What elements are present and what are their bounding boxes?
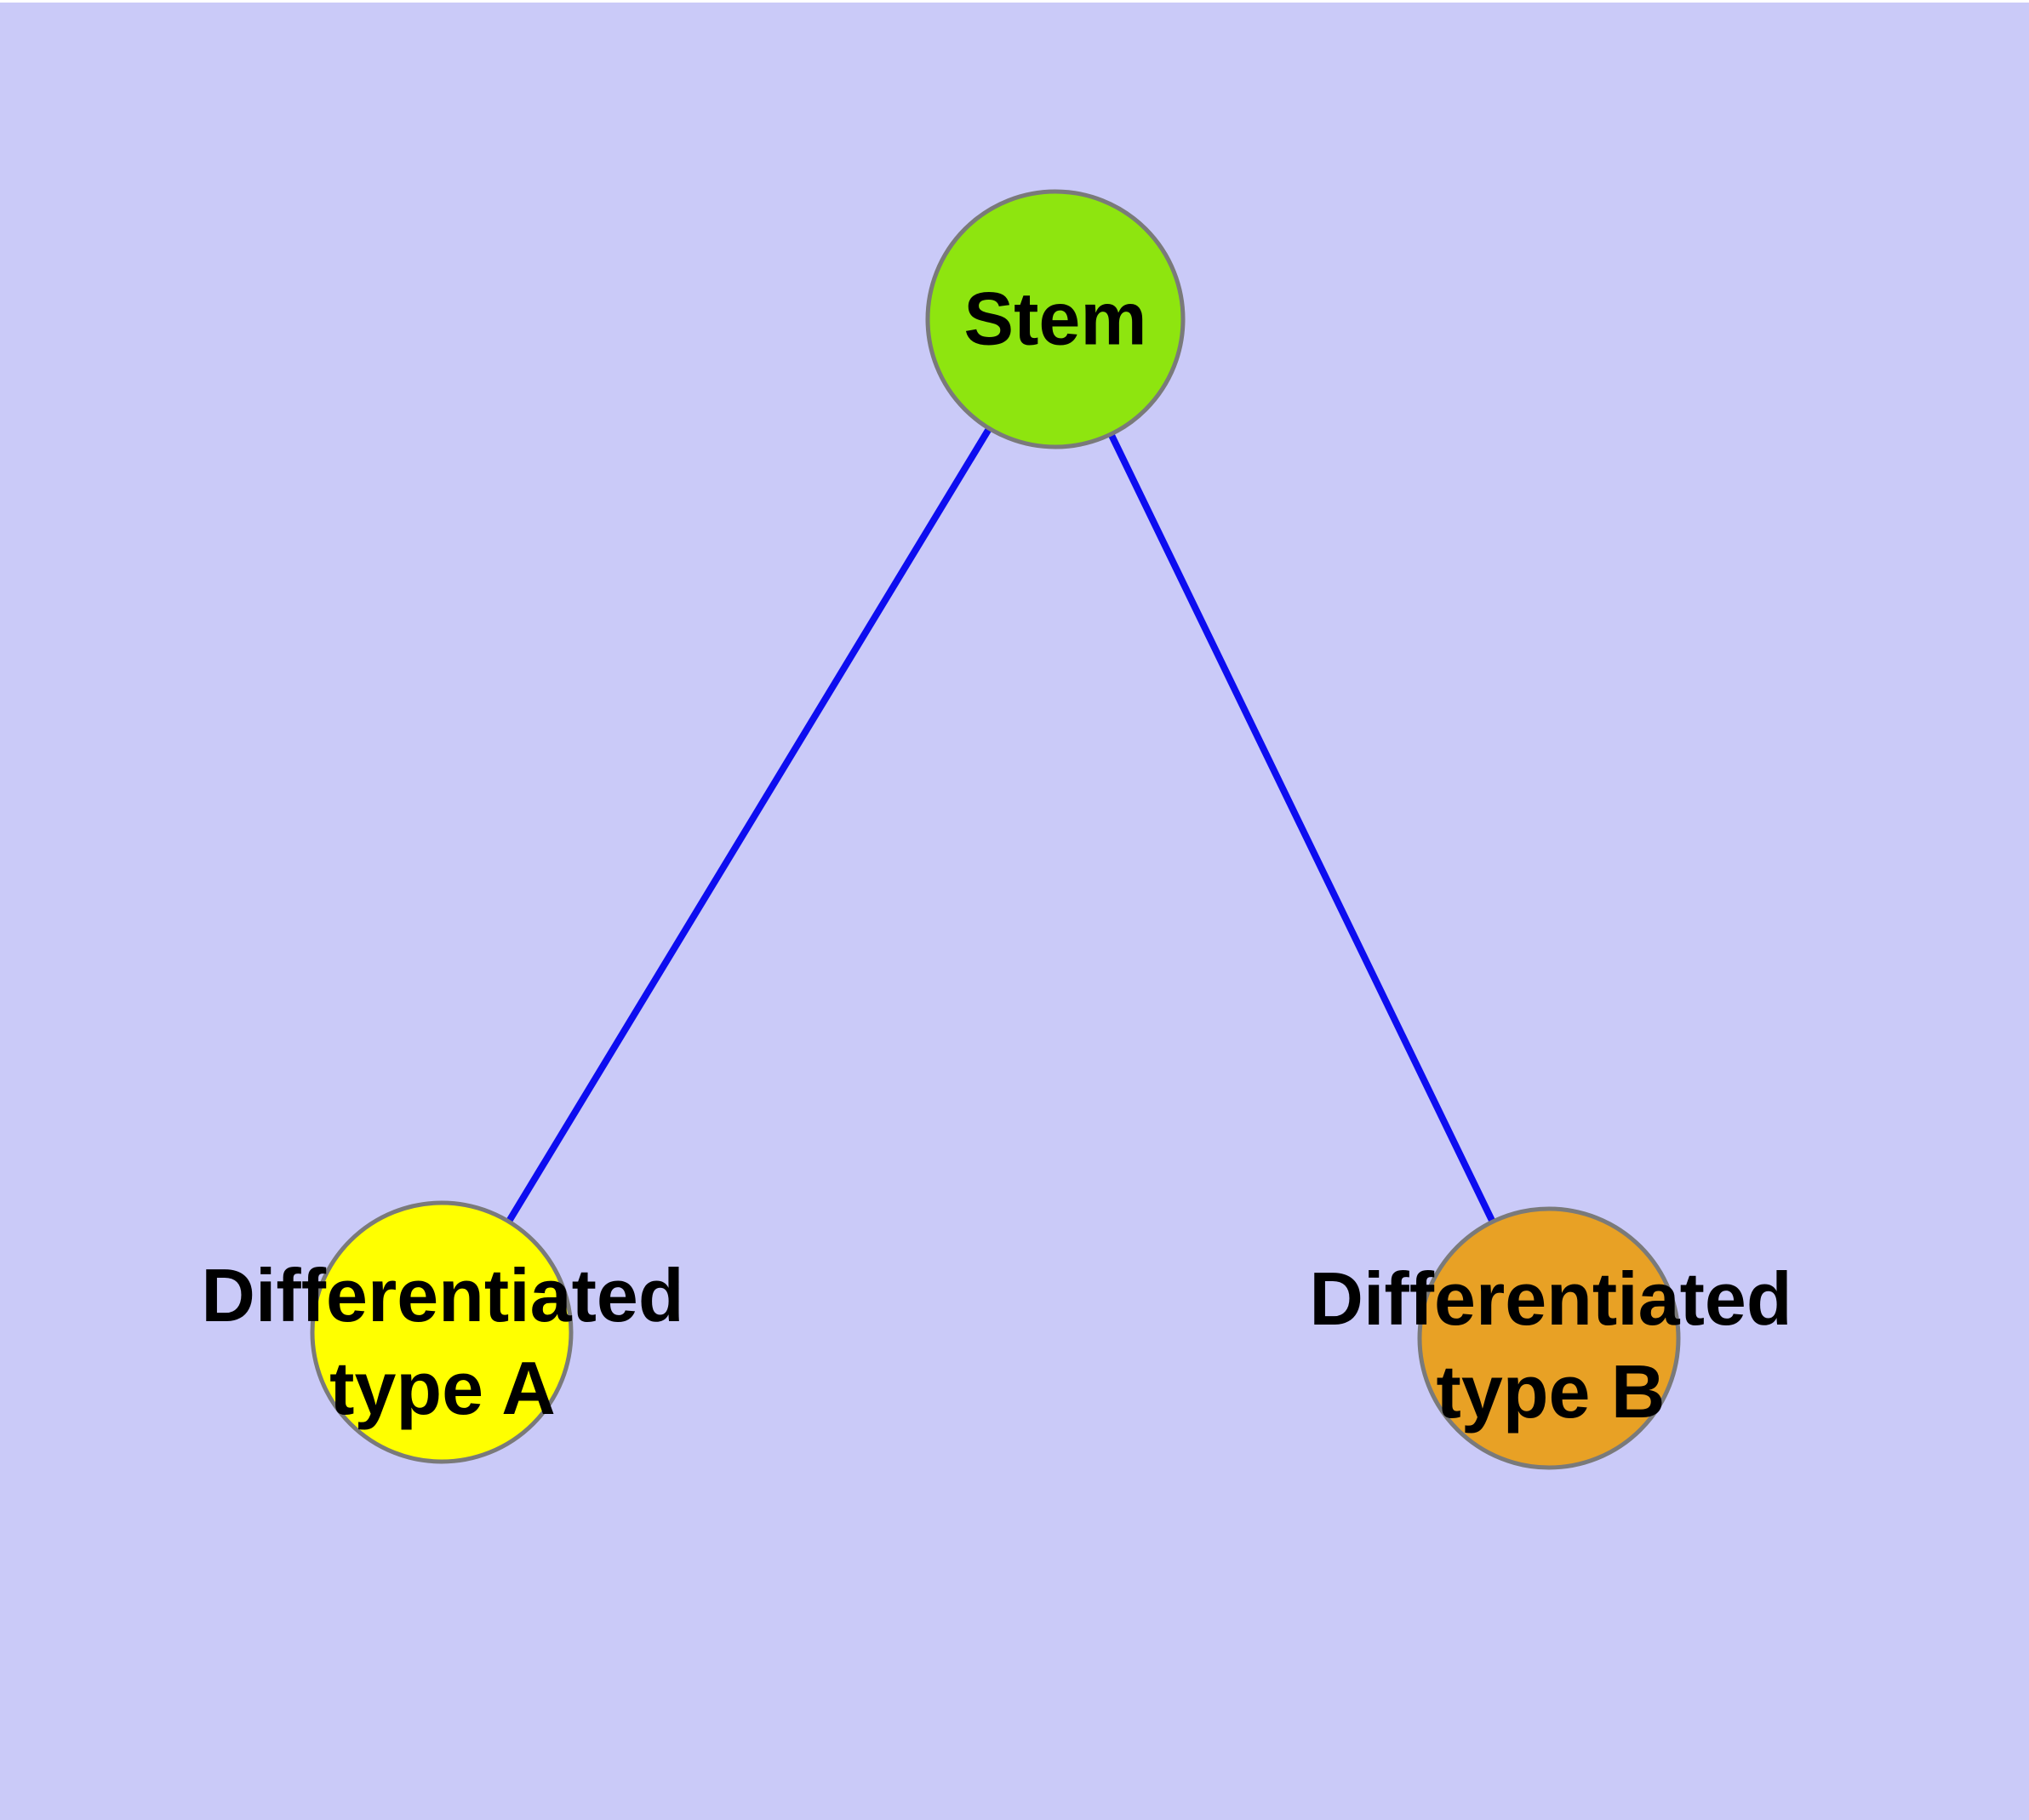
edge-stem-to-type-a xyxy=(438,317,1059,1335)
node-label-differentiated-type-b: Differentiated type B xyxy=(1309,1256,1792,1434)
node-label-stem: Stem xyxy=(963,276,1147,361)
edge-stem-to-type-b xyxy=(1052,318,1552,1340)
node-stem xyxy=(925,189,1186,449)
node-label-differentiated-type-a: Differentiated type A xyxy=(201,1252,684,1430)
top-edge-strip xyxy=(0,0,2029,3)
node-type-b xyxy=(1417,1206,1681,1470)
node-type-a xyxy=(310,1200,574,1464)
